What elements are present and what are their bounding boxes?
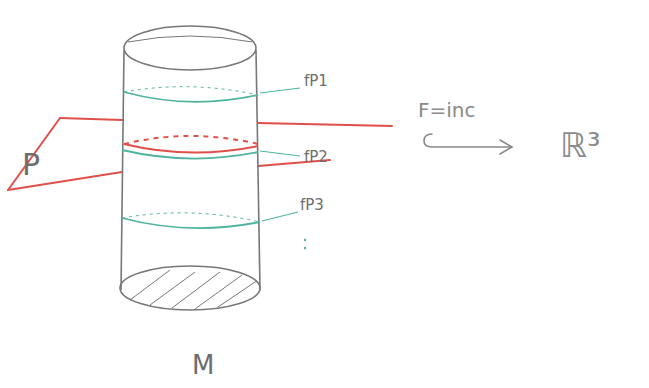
plane-p [8,118,392,190]
level-circles [122,87,260,228]
inclusion-arrow [424,134,512,154]
intersection-circle [124,136,258,153]
cylinder [120,26,260,310]
leader-lines [260,88,300,221]
manifold-label: M [192,352,214,378]
map-label: F=inc [418,100,476,120]
plane-label: P [22,150,40,180]
level-label: fP1 [304,74,328,89]
level-label: fP2 [304,150,328,165]
space-label: ℝ³ [560,128,601,162]
continuation-dots [304,239,306,249]
level-label: fP3 [300,198,324,213]
